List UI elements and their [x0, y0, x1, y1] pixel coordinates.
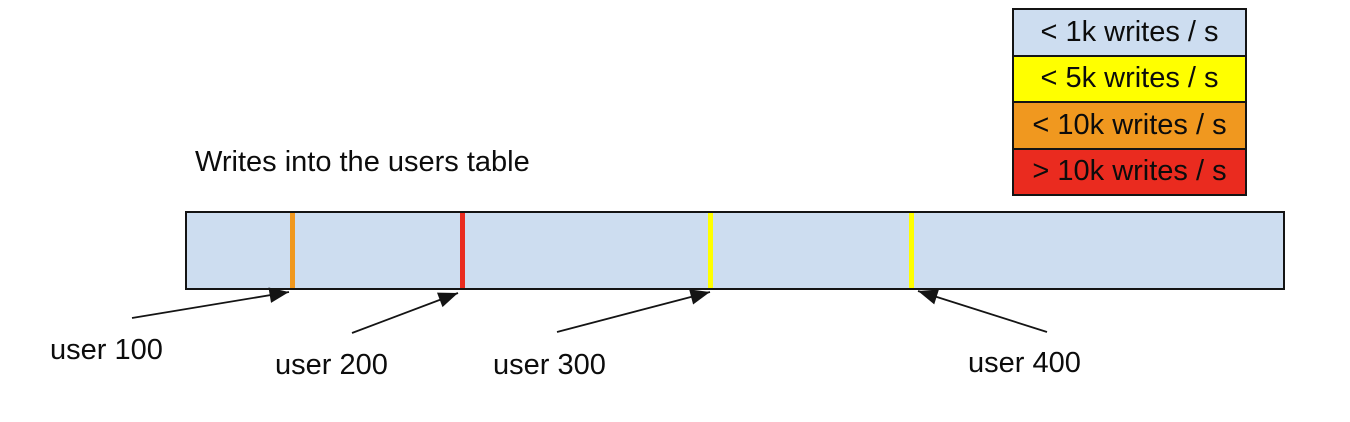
hot-user-stripe	[707, 213, 713, 288]
annotation-arrow	[917, 289, 1048, 333]
legend-item-label: < 10k writes / s	[1032, 108, 1227, 141]
legend-item-label: < 5k writes / s	[1040, 62, 1219, 95]
legend-item: < 10k writes / s	[1014, 101, 1245, 148]
legend-item-label: < 1k writes / s	[1040, 15, 1219, 48]
legend-item: < 1k writes / s	[1014, 10, 1245, 55]
user-label: user 200	[275, 349, 388, 381]
hot-user-stripe	[459, 213, 465, 288]
annotation-arrow	[351, 292, 459, 334]
users-table-band	[185, 211, 1285, 290]
diagram-title: Writes into the users table	[195, 146, 530, 178]
legend-item: < 5k writes / s	[1014, 54, 1245, 101]
hot-user-stripe	[289, 213, 295, 288]
annotation-arrow	[556, 289, 711, 333]
legend-item-label: > 10k writes / s	[1032, 155, 1227, 188]
annotation-arrow	[131, 287, 290, 319]
user-label: user 100	[50, 334, 163, 366]
user-label: user 300	[493, 349, 606, 381]
user-label: user 400	[968, 347, 1081, 379]
hot-user-stripe	[908, 213, 914, 288]
legend-item: > 10k writes / s	[1014, 147, 1245, 194]
legend: < 1k writes / s < 5k writes / s < 10k writ…	[1012, 8, 1247, 196]
